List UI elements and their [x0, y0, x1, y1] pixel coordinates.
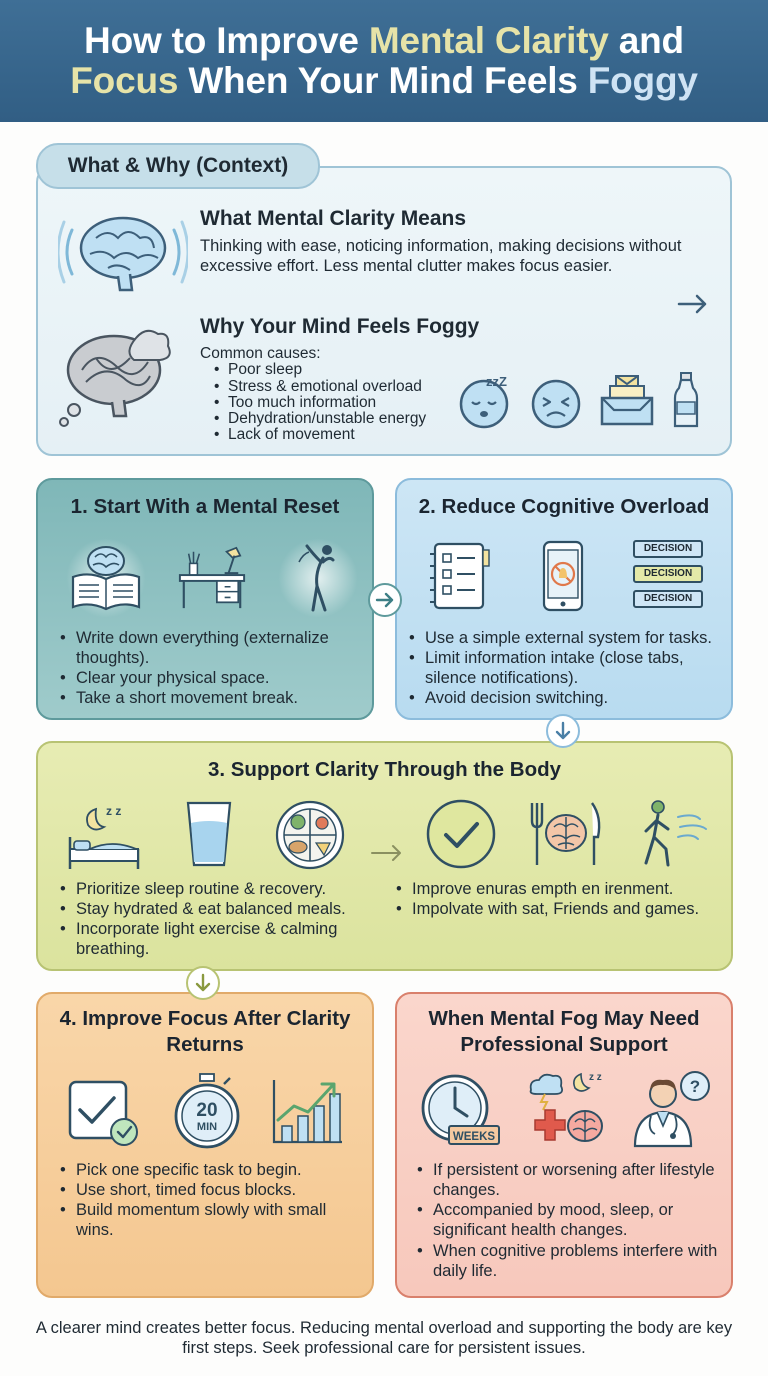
list-item: Use short, timed focus blocks.: [58, 1180, 366, 1200]
clarity-text: Thinking with ease, noticing information…: [200, 237, 682, 276]
checkmark-circle-icon: [424, 797, 498, 876]
sleep-z-text: z z: [106, 804, 121, 818]
list-item: Improve enuras empth en irenment.: [394, 879, 714, 899]
list-item: Use a simple external system for tasks.: [407, 628, 731, 648]
footer-summary: A clearer mind creates better focus. Red…: [35, 1319, 733, 1358]
list-item: Pick one specific task to begin.: [58, 1160, 366, 1180]
bullet-list: Use a simple external system for tasks. …: [407, 628, 731, 709]
sleeping-bed-icon: z z: [66, 803, 142, 878]
list-item: Accompanied by mood, sleep, or significa…: [415, 1200, 727, 1240]
title-part: and: [608, 20, 684, 62]
checklist-notebook-icon: [427, 540, 493, 617]
arrow-right-icon: [370, 843, 404, 868]
list-item: Lack of movement: [214, 427, 426, 444]
title-highlight: Mental Clarity: [368, 20, 609, 62]
bullet-list: Pick one specific task to begin. Use sho…: [58, 1160, 366, 1241]
list-item: When cognitive problems interfere with d…: [415, 1241, 727, 1281]
section-title: 1. Start With a Mental Reset: [70, 495, 340, 518]
tidy-desk-icon: [176, 538, 248, 618]
stressed-face-icon: [528, 374, 584, 435]
list-item: Stress & emotional overload: [214, 378, 426, 395]
timer-unit: MIN: [197, 1121, 217, 1133]
doctor-icon: ?: [629, 1070, 711, 1155]
causes-list: Poor sleep Stress & emotional overload T…: [214, 361, 426, 444]
brain-icon: [56, 210, 190, 299]
title-highlight: Foggy: [587, 60, 698, 101]
header-banner: How to Improve Mental Clarity and Focus …: [0, 0, 768, 122]
title-part: When Your Mind Feels: [178, 60, 588, 101]
bullet-list: Write down everything (externalize thoug…: [58, 628, 364, 709]
growth-chart-icon: [270, 1076, 346, 1151]
arrow-right-icon: [676, 292, 710, 321]
foggy-heading: Why Your Mind Feels Foggy: [200, 315, 480, 338]
section-reduce-overload: 2. Reduce Cognitive Overload DECISION DE…: [395, 478, 733, 720]
sleepy-face-icon: zzZ: [456, 374, 516, 435]
bullet-list-left: Prioritize sleep routine & recovery. Sta…: [58, 879, 388, 960]
list-item: Dehydration/unstable energy: [214, 410, 426, 427]
foggy-brain-icon: [56, 318, 172, 433]
bullet-list-right: Improve enuras empth en irenment. Impolv…: [394, 879, 714, 919]
list-item: Limit information intake (close tabs, si…: [407, 648, 731, 688]
sleep-z-text: zzZ: [486, 374, 507, 389]
open-book-brain-icon: [66, 538, 146, 618]
list-item: If persistent or worsening after lifesty…: [415, 1160, 727, 1200]
context-tab: What & Why (Context): [36, 143, 320, 189]
water-glass-icon: [184, 799, 234, 874]
stretching-person-icon: [278, 538, 358, 618]
list-item: Build momentum slowly with small wins.: [58, 1200, 366, 1240]
section-body-support: 3. Support Clarity Through the Body z z: [36, 741, 733, 971]
causes-block: Common causes: Poor sleep Stress & emoti…: [200, 345, 426, 444]
arrow-right-icon: [368, 583, 402, 617]
section-improve-focus: 4. Improve Focus After Clarity Returns 2…: [36, 992, 374, 1298]
decision-label: DECISION: [633, 590, 703, 608]
decision-label: DECISION: [633, 565, 703, 583]
silenced-phone-icon: [541, 540, 585, 617]
svg-text:?: ?: [690, 1077, 700, 1096]
title-highlight: Focus: [70, 60, 179, 101]
list-item: Incorporate light exercise & calming bre…: [58, 919, 388, 959]
arrow-down-icon: [186, 966, 220, 1000]
section-title: When Mental Fog May Need Professional Su…: [428, 1007, 700, 1056]
task-check-icon: [66, 1078, 142, 1153]
list-item: Take a short movement break.: [58, 688, 364, 708]
title-part: How to Improve: [84, 20, 369, 62]
list-item: Write down everything (externalize thoug…: [58, 628, 364, 668]
list-item: Impolvate with sat, Friends and games.: [394, 899, 714, 919]
walking-person-icon: [638, 799, 710, 874]
section-mental-reset: 1. Start With a Mental Reset: [36, 478, 374, 720]
list-item: Clear your physical space.: [58, 668, 364, 688]
list-item: Stay hydrated & eat balanced meals.: [58, 899, 388, 919]
balanced-plate-icon: [274, 799, 346, 876]
section-title: 3. Support Clarity Through the Body: [207, 758, 562, 781]
icon-row: [66, 538, 358, 618]
section-title: 4. Improve Focus After Clarity Returns: [59, 1007, 351, 1056]
decision-stack-icon: DECISION DECISION DECISION: [633, 540, 703, 608]
water-bottle-icon: [672, 372, 700, 435]
timer-icon: 20 MIN: [172, 1072, 242, 1155]
bullet-list: If persistent or worsening after lifesty…: [415, 1160, 727, 1281]
list-item: Avoid decision switching.: [407, 688, 731, 708]
timer-number: 20: [196, 1100, 217, 1121]
inbox-icon: [598, 374, 656, 435]
clarity-heading: What Mental Clarity Means: [200, 207, 467, 230]
weeks-label: WEEKS: [453, 1131, 496, 1143]
weeks-clock-icon: WEEKS: [419, 1074, 501, 1153]
decision-label: DECISION: [633, 540, 703, 558]
section-professional-support: When Mental Fog May Need Professional Su…: [395, 992, 733, 1298]
sleep-z-text: z z: [589, 1072, 602, 1083]
list-item: Too much information: [214, 394, 426, 411]
section-title: 2. Reduce Cognitive Overload: [418, 495, 710, 518]
causes-label: Common causes:: [200, 345, 321, 362]
page-title: How to Improve Mental Clarity and Focus …: [70, 20, 698, 101]
list-item: Poor sleep: [214, 361, 426, 378]
health-cross-brain-icon: z z: [525, 1070, 605, 1155]
arrow-down-icon: [546, 714, 580, 748]
list-item: Prioritize sleep routine & recovery.: [58, 879, 388, 899]
fork-brain-knife-icon: [528, 799, 604, 874]
